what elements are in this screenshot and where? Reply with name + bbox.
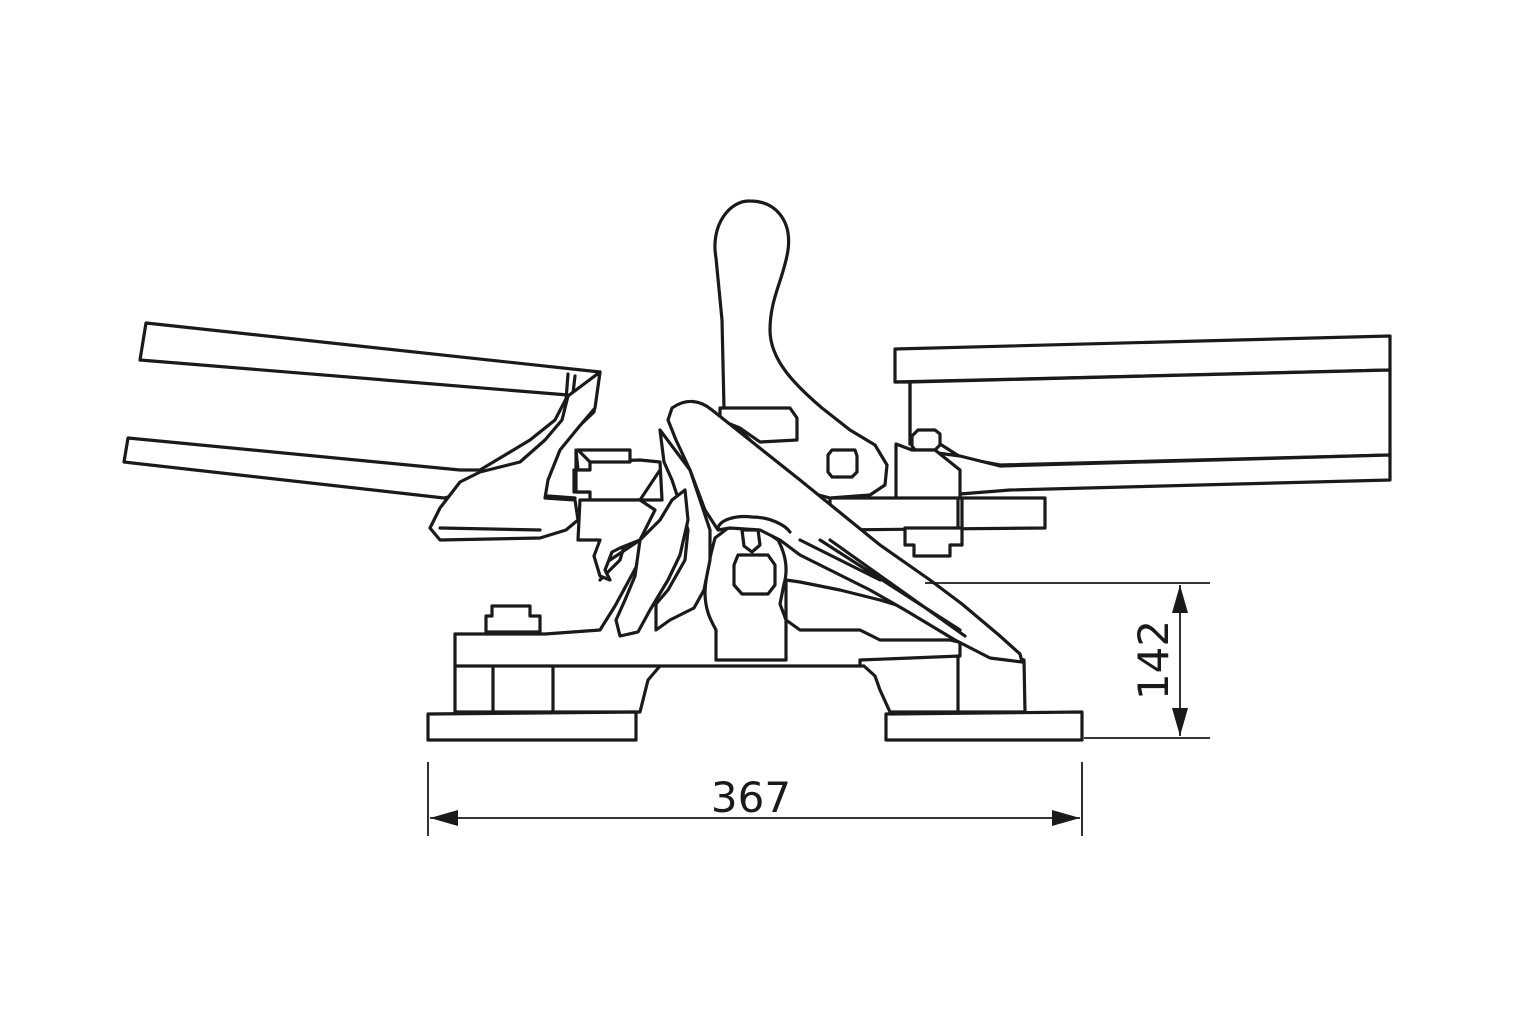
left-rail-clamp-jaw <box>428 370 602 542</box>
left-bolt <box>572 448 664 502</box>
pedestal <box>703 526 788 662</box>
switch-lever <box>713 199 889 500</box>
dimension-height: 142 <box>925 582 1210 739</box>
width-dimension-label: 367 <box>711 773 791 822</box>
height-arrow-top <box>1172 585 1188 613</box>
left-base-bolt <box>484 604 542 634</box>
right-sliding-bar <box>828 496 1047 558</box>
width-arrow-left <box>430 810 458 826</box>
height-arrow-bottom <box>1172 708 1188 736</box>
right-rail <box>893 334 1392 496</box>
height-dimension-label: 142 <box>1129 620 1178 700</box>
base-casting <box>453 558 1027 714</box>
switch-blade <box>666 399 1024 664</box>
left-clamp-arm <box>576 498 657 582</box>
left-support-arm <box>598 428 712 638</box>
base-plates <box>426 710 1084 742</box>
width-arrow-right <box>1052 810 1080 826</box>
dimension-width: 367 <box>427 762 1083 836</box>
